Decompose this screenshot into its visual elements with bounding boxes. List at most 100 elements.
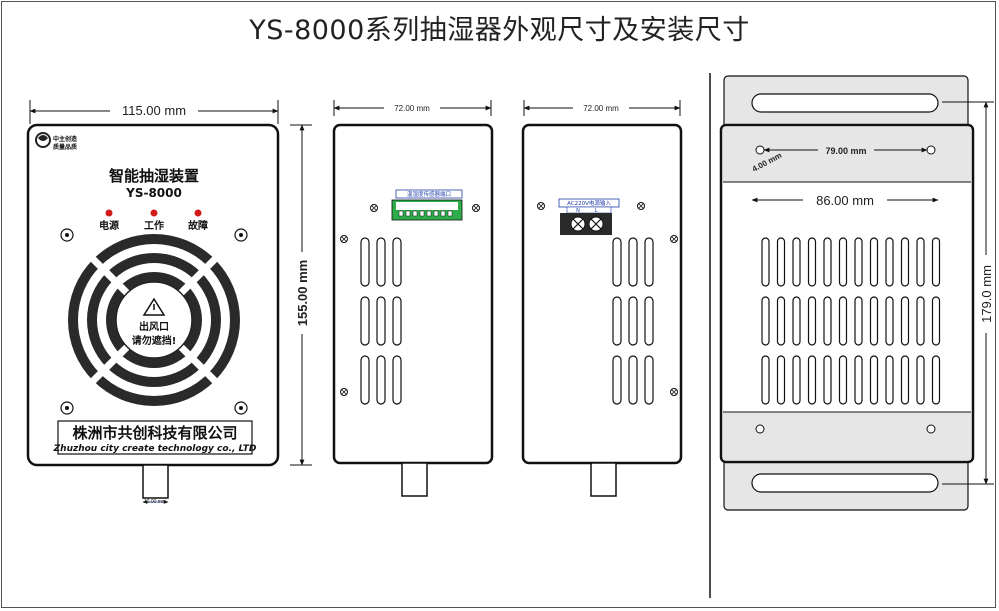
terminal-l-label: L (595, 208, 598, 214)
vent-slot (869, 296, 879, 346)
back-height-label: 179.0 mm (979, 265, 994, 323)
work-indicator-light (150, 209, 158, 217)
outlet-label: 出风口 (139, 320, 169, 333)
top-mounting-slot (751, 93, 939, 113)
screw-icon (340, 235, 348, 243)
bottom-mounting-slot (751, 473, 939, 493)
logo-text-line2: 质量品质 (53, 143, 77, 151)
vent-slot (761, 296, 770, 346)
page-title: YS-8000系列抽湿器外观尺寸及安装尺寸 (249, 15, 750, 46)
power-input-label: AC220V电源输入 (567, 199, 611, 207)
vent-slot (823, 355, 832, 405)
mounting-hole (755, 424, 765, 434)
screw-icon (370, 204, 378, 212)
front-height-label: 155.00 mm (295, 260, 310, 327)
right-side-view: 72.00 mm AC220V电源输入 N L (521, 100, 683, 497)
slot-spacing-label: 86.00 mm (816, 193, 874, 208)
drain-pipe (142, 464, 169, 499)
outlet-warning: 请勿遮挡! (132, 334, 177, 347)
vent-slot (900, 237, 910, 287)
logo-text-line1: 中主创造 (53, 135, 77, 143)
fan-grille (68, 234, 240, 406)
vent-slot (931, 296, 941, 346)
terminal-n-label: N (576, 208, 580, 214)
vent-slot (916, 237, 925, 287)
vent-slot (900, 296, 910, 346)
power-terminal-block (560, 213, 612, 235)
front-view: 115.00 mm 155.00 mm 中主创造 质量品质 智能抽湿装置 YS-… (26, 100, 312, 505)
product-model: YS-8000 (125, 186, 182, 200)
vent-slot (900, 355, 910, 405)
screw-icon (234, 228, 248, 242)
company-plate (57, 420, 253, 455)
vent-slot (916, 355, 925, 405)
vent-slot (776, 355, 786, 405)
mounting-hole (755, 145, 765, 155)
sensor-port-label: 温湿度传感器端口 (407, 190, 451, 198)
vent-slot (885, 296, 894, 346)
product-name: 智能抽湿装置 (109, 167, 199, 185)
right-drain-pipe (590, 462, 617, 497)
warning-triangle-icon (142, 297, 166, 316)
vent-slot (885, 237, 894, 287)
vent-slot (807, 296, 817, 346)
sensor-port-label-box (395, 189, 463, 199)
left-side-view: 72.00 mm 温湿度传感器端口 (332, 100, 494, 497)
left-drain-pipe (401, 462, 428, 497)
right-side-panel (521, 123, 683, 465)
vent-slot (807, 237, 817, 287)
front-width-label: 115.00 mm (122, 103, 186, 118)
vent-slot (823, 237, 832, 287)
vent-slot (792, 296, 801, 346)
vent-slot (838, 296, 848, 346)
screw-icon (472, 204, 480, 212)
right-vent-slots (612, 237, 654, 405)
hole-spacing-label: 79.00 mm (825, 146, 866, 156)
vent-slot (931, 355, 941, 405)
back-vent-slots (761, 237, 941, 405)
vent-slot (792, 237, 801, 287)
left-side-panel (332, 123, 494, 465)
vent-slot (854, 237, 863, 287)
left-vent-slots (360, 237, 402, 405)
vent-slot (869, 237, 879, 287)
back-view: 79.00 mm 4.00 mm 86.00 mm 179.0 mm (709, 73, 994, 598)
company-name-cn: 株洲市共创科技有限公司 (72, 424, 237, 442)
vent-slot (838, 355, 848, 405)
vent-slot (854, 355, 863, 405)
vent-slot (761, 355, 770, 405)
mounting-hole (926, 145, 936, 155)
screw-icon (60, 228, 74, 242)
left-width-label: 72.00 mm (394, 104, 430, 113)
vent-slot (869, 355, 879, 405)
screw-icon (670, 388, 678, 396)
vent-slot (838, 237, 848, 287)
vent-slot (931, 237, 941, 287)
vent-slot (916, 296, 925, 346)
fault-indicator-light (194, 209, 202, 217)
vent-slot (776, 237, 786, 287)
vent-slot (761, 237, 770, 287)
screw-icon (537, 202, 545, 210)
vent-slot (776, 296, 786, 346)
vent-slot (854, 296, 863, 346)
brand-logo-icon (35, 132, 51, 148)
indicator-label-fault: 故障 (188, 219, 208, 232)
vent-slot (885, 355, 894, 405)
indicator-label-work: 工作 (144, 219, 164, 232)
indicator-label-power: 电源 (99, 219, 119, 232)
screw-icon (637, 202, 645, 210)
company-name-en: Zhuzhou city create technology co., LTD (53, 444, 257, 454)
power-indicator-light (105, 209, 113, 217)
terminal-screw-icon (570, 216, 586, 232)
vent-slot (792, 355, 801, 405)
vent-slot (823, 296, 832, 346)
pipe-dim-label: 10.00 mm (144, 499, 166, 505)
right-width-label: 72.00 mm (583, 104, 619, 113)
screw-icon (60, 401, 74, 415)
mounting-hole (926, 424, 936, 434)
screw-icon (234, 401, 248, 415)
screw-icon (670, 235, 678, 243)
